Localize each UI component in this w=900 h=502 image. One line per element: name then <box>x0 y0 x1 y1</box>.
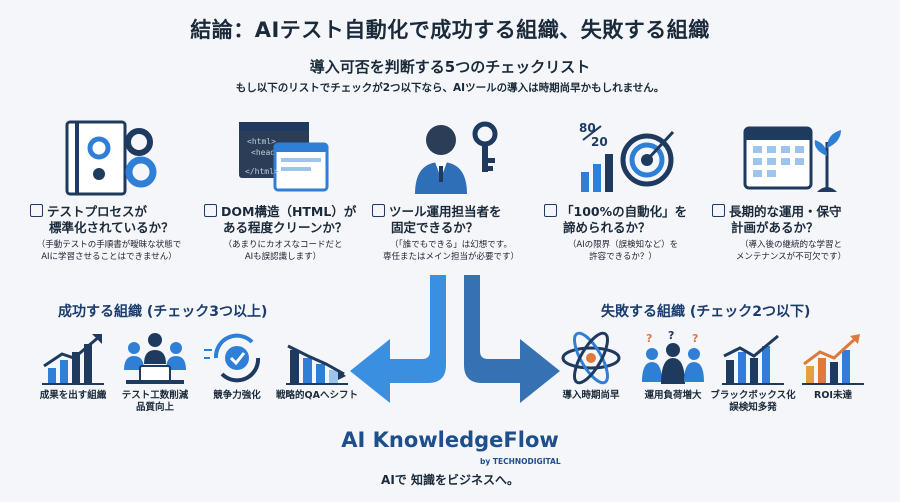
brand-byline: by TECHNODIGITAL <box>480 457 561 466</box>
team-meeting-icon <box>124 333 186 384</box>
failure-heading: 失敗する組織 (チェック2つ以下) <box>601 304 811 320</box>
success-item: 競争力強化 <box>192 330 282 402</box>
competitive-check-icon <box>204 333 261 383</box>
page-title: 結論：AIテスト自動化で成功する組織、失敗する組織 <box>190 18 710 42</box>
svg-text:<head>: <head> <box>251 148 280 157</box>
process-book-gears-icon <box>65 120 157 196</box>
svg-text:?: ? <box>646 332 652 345</box>
brand-tagline: AIで 知識をビジネスへ。 <box>381 473 519 487</box>
failure-item: ブラックボックス化 誤検知多発 <box>708 330 798 414</box>
success-item: 成果を出す組織 <box>28 330 118 402</box>
confused-team-icon: ? ? ? <box>642 330 704 384</box>
qa-shift-chart-icon <box>286 344 348 385</box>
brand-logo: AI KnowledgeFlow <box>341 428 559 452</box>
checklist-subtitle: 導入可否を判断する5つのチェックリスト <box>309 58 591 76</box>
html-code-window-icon: <html> <head> </html> <box>239 122 329 192</box>
success-item: テスト工数削減 品質向上 <box>110 330 200 414</box>
checkbox[interactable] <box>204 204 217 217</box>
checklist-item-owner: ツール運用担当者を固定できるか？ （「誰でもできる」は幻想です。専任またはメイン… <box>366 112 536 263</box>
checkbox[interactable] <box>544 204 557 217</box>
svg-text:80: 80 <box>579 121 596 135</box>
person-key-icon <box>415 121 498 194</box>
roi-chart-icon <box>802 334 864 385</box>
checklist-note: もし以下のリストでチェックが2つ以下なら、AIツールの導入は時期尚早かもしれませ… <box>235 82 665 94</box>
svg-text:</html>: </html> <box>245 167 279 176</box>
svg-text:?: ? <box>668 330 674 342</box>
svg-text:20: 20 <box>591 135 608 149</box>
checklist-item-longterm: 長期的な運用・保守計画があるか？ （導入後の継続的な学習とメンテナンスが不可欠で… <box>706 112 876 263</box>
checklist-item-automation: 80 20 「100%の自動化」を諦められるか？ （AIの限界（誤検知など）を許… <box>538 112 708 263</box>
atom-icon <box>561 331 621 385</box>
checkbox[interactable] <box>30 204 43 217</box>
calendar-plant-icon <box>743 126 841 192</box>
svg-text:?: ? <box>692 332 698 345</box>
growth-chart-icon <box>42 334 104 385</box>
80-20-target-icon: 80 20 <box>579 121 675 192</box>
checkbox[interactable] <box>712 204 725 217</box>
success-heading: 成功する組織 (チェック3つ以上) <box>58 304 268 320</box>
success-item: 戦略的QAへシフト <box>272 330 362 402</box>
failure-item: 導入時期尚早 <box>546 330 636 402</box>
failure-item: ROI未達 <box>788 330 878 402</box>
checkbox[interactable] <box>372 204 385 217</box>
checklist-item-dom: <html> <head> </html> DOM構造（HTML）がある程度クリ… <box>198 112 368 263</box>
failure-item: ? ? ? 運用負荷増大 <box>628 330 718 402</box>
split-arrows-icon <box>350 275 560 403</box>
blackbox-chart-icon <box>722 334 784 385</box>
svg-text:<html>: <html> <box>247 137 276 146</box>
